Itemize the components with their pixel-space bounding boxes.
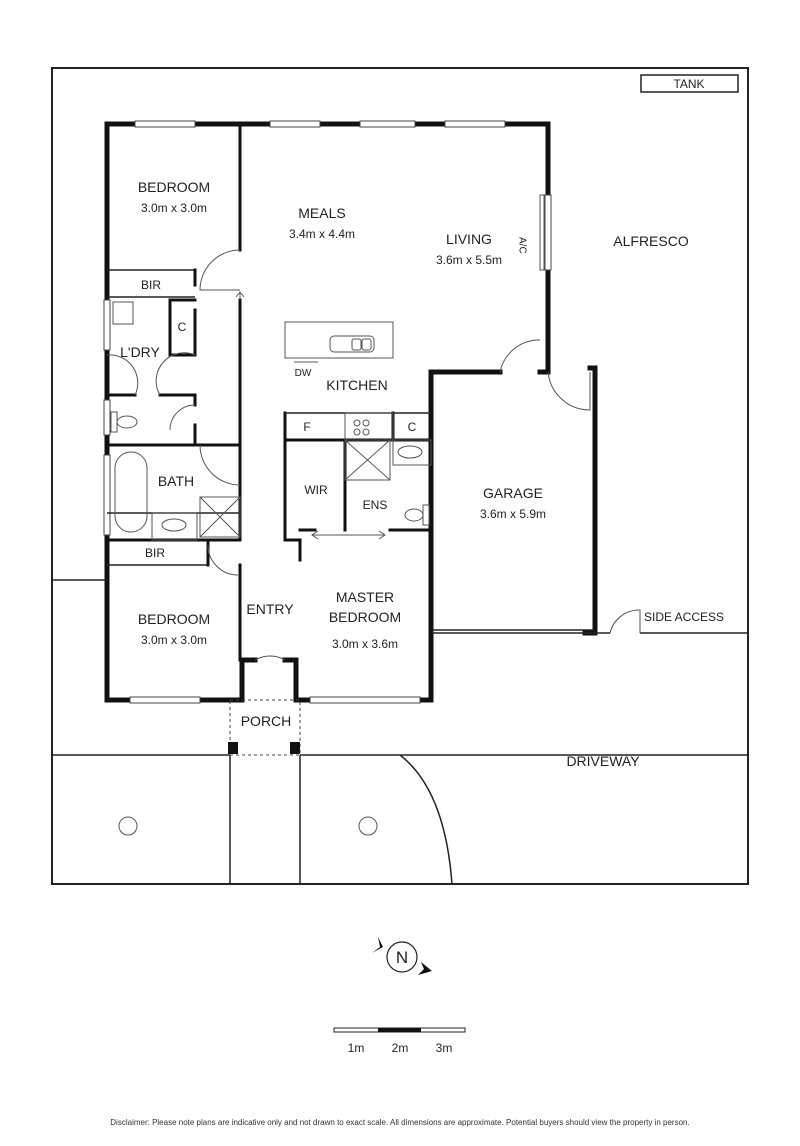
porch-outline	[229, 699, 301, 756]
meals-size: 3.4m x 4.4m	[289, 227, 355, 241]
kitchen-label: KITCHEN	[326, 377, 387, 393]
wir-label: WIR	[304, 483, 328, 497]
shower-icon	[344, 439, 391, 481]
garage-size: 3.6m x 5.9m	[480, 507, 546, 521]
master-label-1: MASTER	[336, 589, 394, 605]
tree-icon	[118, 816, 138, 836]
toilet-icon-2	[116, 415, 138, 429]
site-lines	[52, 579, 748, 885]
bir2-label: BIR	[145, 546, 165, 560]
cupboard1-label: C	[178, 320, 187, 334]
bedroom1-size: 3.0m x 3.0m	[141, 201, 207, 215]
bedroom2-size: 3.0m x 3.0m	[141, 633, 207, 647]
tank-label: TANK	[673, 77, 704, 91]
room-labels: BEDROOM 3.0m x 3.0m MEALS 3.4m x 4.4m LI…	[120, 179, 724, 769]
scale-tick-2m: 2m	[392, 1041, 409, 1055]
compass-letter: N	[396, 948, 408, 967]
dishwasher-label: DW	[295, 368, 312, 379]
garage-label: GARAGE	[483, 485, 543, 501]
alfresco-label: ALFRESCO	[613, 233, 689, 249]
toilet-icon	[404, 508, 424, 522]
tree-icon	[358, 816, 378, 836]
scale-bar: 1m 2m 3m	[333, 1027, 466, 1055]
basin-icon	[161, 518, 187, 532]
doors	[106, 249, 641, 661]
meals-label: MEALS	[298, 205, 345, 221]
sink-icon	[329, 335, 375, 353]
kitchen-island	[284, 321, 394, 359]
bir1-label: BIR	[141, 278, 161, 292]
fixtures	[110, 194, 545, 541]
bathtub-icon	[114, 451, 148, 533]
entry-label: ENTRY	[246, 601, 294, 617]
scale-tick-3m: 3m	[436, 1041, 453, 1055]
disclaimer: Disclaimer: Please note plans are indica…	[110, 1118, 690, 1127]
north-compass-icon: N	[372, 937, 432, 975]
bedroom2-label: BEDROOM	[138, 611, 210, 627]
fridge-label: F	[303, 420, 310, 434]
ac-label: A/C	[517, 237, 528, 254]
ens-label: ENS	[363, 498, 388, 512]
master-label-2: BEDROOM	[329, 609, 401, 625]
bath-shower-icon	[199, 496, 241, 538]
master-size: 3.0m x 3.6m	[332, 637, 398, 651]
cooktop-bench	[344, 412, 394, 441]
driveway-label: DRIVEWAY	[566, 753, 640, 769]
bedroom1-label: BEDROOM	[138, 179, 210, 195]
bath-label: BATH	[158, 473, 194, 489]
laundry-label: L'DRY	[120, 344, 160, 360]
scale-tick-1m: 1m	[348, 1041, 365, 1055]
living-label: LIVING	[446, 231, 492, 247]
site-boundary	[51, 67, 749, 885]
side-access-label: SIDE ACCESS	[644, 610, 724, 624]
porch-label: PORCH	[241, 713, 292, 729]
tank: TANK	[640, 74, 739, 93]
windows	[103, 120, 552, 704]
laundry-tub-icon	[112, 301, 134, 325]
cupboard2-label: C	[408, 420, 417, 434]
living-size: 3.6m x 5.5m	[436, 253, 502, 267]
